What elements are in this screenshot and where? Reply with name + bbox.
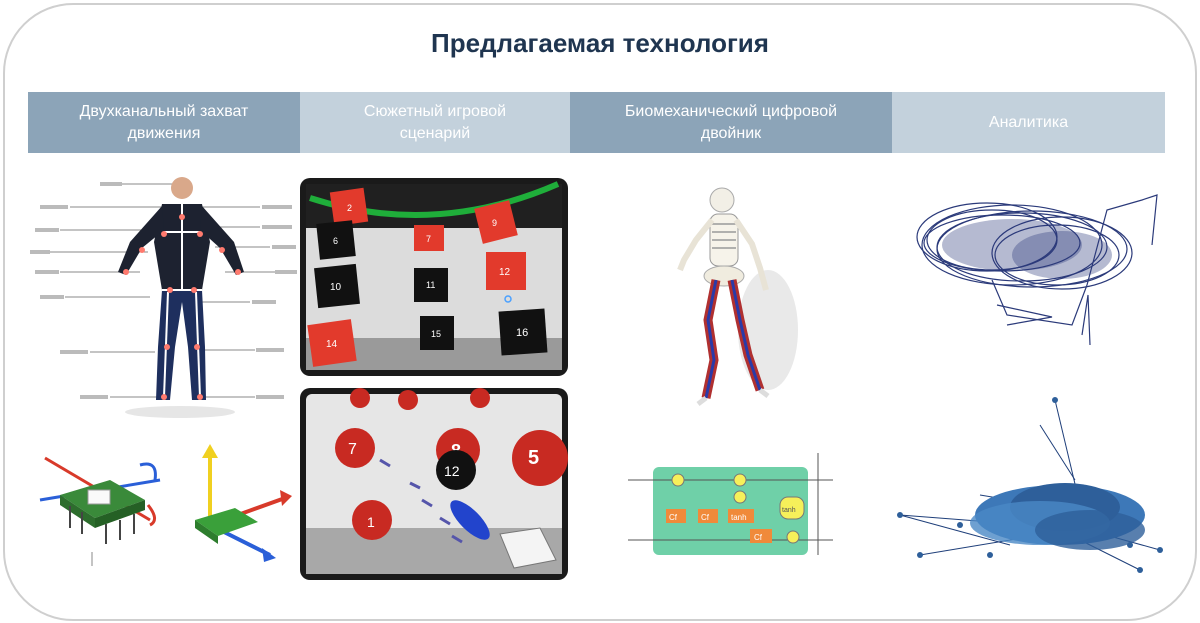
column-header-line: Биомеханический цифровой — [624, 102, 838, 120]
game-screenshot-cubes: 2 6 7 9 10 11 12 14 15 16 — [300, 178, 568, 376]
ball-label: 1 — [367, 514, 375, 530]
column-header-line: движения — [127, 124, 201, 142]
column-header-line: сценарий — [399, 124, 471, 142]
ball-label: 5 — [528, 447, 539, 469]
column-header-line: Сюжетный игровой — [363, 102, 507, 120]
column-header-line: Аналитика — [988, 113, 1069, 131]
column-header-digital-twin: Биомеханический цифровой двойник — [570, 92, 892, 153]
lstm-gate-label: Cf — [669, 513, 678, 522]
motion-capture-person-image — [30, 177, 297, 418]
lstm-gate-label: Cf — [754, 533, 763, 542]
column-header-motion-capture: Двухканальный захват движения — [28, 92, 300, 153]
cube-label: 10 — [330, 282, 342, 293]
column-header-analytics: Аналитика — [892, 92, 1165, 153]
cube-label: 16 — [516, 327, 528, 339]
column-header-line: двойник — [700, 124, 762, 142]
analytics-point-cloud — [897, 397, 1163, 573]
page-title: Предлагаемая технология — [431, 28, 769, 58]
lstm-gate-label: tanh — [731, 513, 747, 522]
biomechanical-skeleton-image — [677, 187, 798, 406]
game-screenshot-balls: 7 8 5 12 1 — [300, 388, 568, 580]
ball-label: 7 — [348, 441, 357, 458]
ball-label: 12 — [444, 463, 460, 479]
cube-label: 12 — [499, 267, 511, 278]
lstm-cell-diagram: Cf Cf tanh Cf tanh — [628, 453, 833, 555]
cube-label: 11 — [426, 280, 435, 290]
cube-label: 9 — [492, 218, 497, 228]
lstm-gate-label: Cf — [701, 513, 710, 522]
column-header-line: Двухканальный захват — [79, 102, 249, 120]
cube-label: 7 — [426, 234, 431, 244]
analytics-trajectory-plot — [916, 194, 1158, 346]
column-header-game-scenario: Сюжетный игровой сценарий — [300, 92, 570, 153]
cube-label: 6 — [333, 236, 338, 246]
cube-label: 2 — [347, 203, 352, 213]
cube-label: 15 — [431, 329, 441, 339]
cube-label: 14 — [326, 339, 338, 350]
imu-sensor-diagram — [39, 444, 292, 566]
lstm-gate-label: tanh — [782, 507, 796, 514]
